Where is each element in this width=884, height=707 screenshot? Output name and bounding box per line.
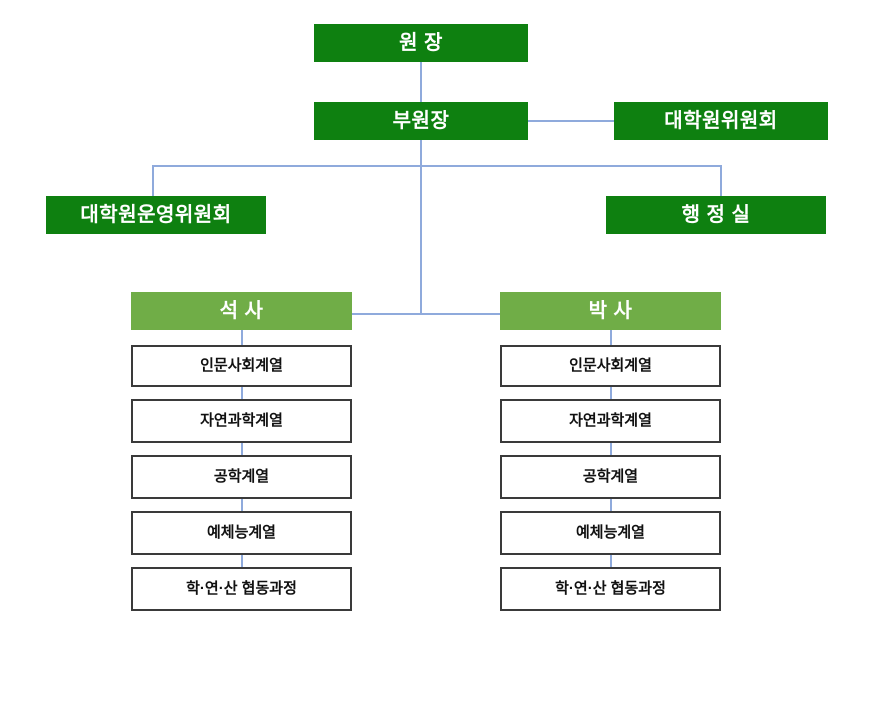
list-item-doctorate-3[interactable]: 공학계열	[500, 455, 721, 499]
list-item-doctorate-2[interactable]: 자연과학계열	[500, 399, 721, 443]
list-item-masters-3[interactable]: 공학계열	[131, 455, 352, 499]
connector-vice-to-graduate-committee	[528, 120, 614, 122]
node-director[interactable]: 원 장	[314, 24, 528, 62]
connector-doctorate-stem-3	[610, 443, 612, 455]
node-administrative-office[interactable]: 행 정 실	[606, 196, 826, 234]
node-vice-director[interactable]: 부원장	[314, 102, 528, 140]
connector-branch-bar	[152, 165, 722, 167]
list-item-doctorate-1[interactable]: 인문사회계열	[500, 345, 721, 387]
connector-doctorate-stem-4	[610, 499, 612, 511]
list-item-masters-2[interactable]: 자연과학계열	[131, 399, 352, 443]
node-doctorate[interactable]: 박 사	[500, 292, 721, 330]
connector-masters-stem-2	[241, 387, 243, 399]
connector-masters-doctorate-bar	[351, 313, 501, 315]
connector-masters-stem-4	[241, 499, 243, 511]
connector-doctorate-stem-1	[610, 329, 612, 345]
list-item-doctorate-4[interactable]: 예체능계열	[500, 511, 721, 555]
connector-vice-trunk	[420, 140, 422, 314]
connector-director-to-vice	[420, 62, 422, 102]
connector-masters-stem-3	[241, 443, 243, 455]
list-item-masters-1[interactable]: 인문사회계열	[131, 345, 352, 387]
node-masters[interactable]: 석 사	[131, 292, 352, 330]
connector-masters-stem-5	[241, 555, 243, 567]
list-item-masters-5[interactable]: 학·연·산 협동과정	[131, 567, 352, 611]
connector-doctorate-stem-2	[610, 387, 612, 399]
node-operating-committee[interactable]: 대학원운영위원회	[46, 196, 266, 234]
connector-to-operating-committee	[152, 165, 154, 196]
list-item-doctorate-5[interactable]: 학·연·산 협동과정	[500, 567, 721, 611]
node-graduate-committee[interactable]: 대학원위원회	[614, 102, 828, 140]
connector-to-administrative-office	[720, 165, 722, 196]
connector-masters-stem-1	[241, 329, 243, 345]
connector-doctorate-stem-5	[610, 555, 612, 567]
list-item-masters-4[interactable]: 예체능계열	[131, 511, 352, 555]
